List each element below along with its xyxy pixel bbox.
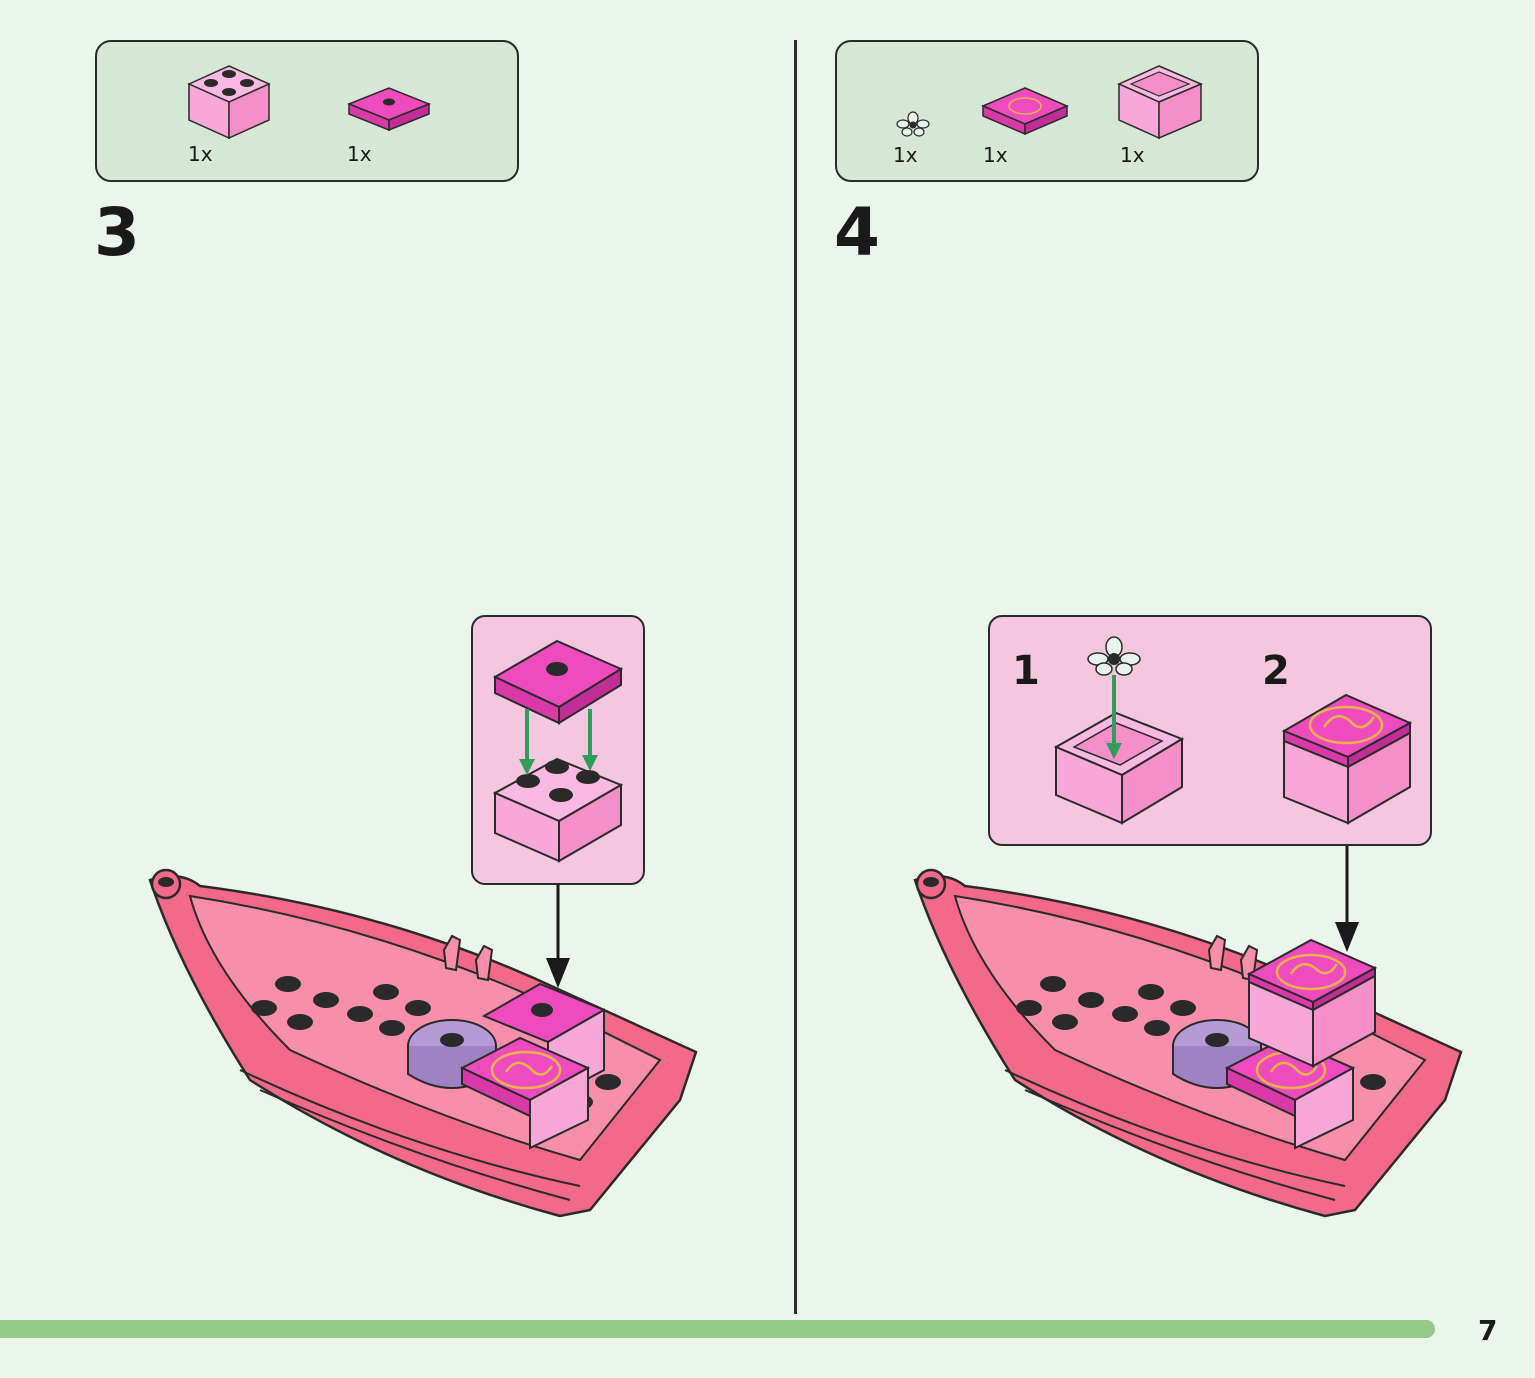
pink-2x2-brick-icon: [187, 65, 271, 140]
substep-number: 2: [1262, 648, 1290, 694]
step-3-parts-box: 1x 1x: [95, 40, 519, 182]
progress-bar: [0, 1320, 1435, 1338]
part-qty: 1x: [893, 143, 918, 167]
magenta-2x2-plate-icon: [346, 87, 432, 132]
placement-arrow: [1335, 846, 1359, 952]
part-qty: 1x: [188, 142, 213, 166]
step-number: 4: [834, 194, 880, 271]
part-qty: 1x: [1120, 143, 1145, 167]
substep-number: 1: [1012, 648, 1040, 694]
boat-illustration: [913, 868, 1463, 1218]
placement-arrow: [546, 884, 570, 988]
callout-assembly-illustration: [492, 639, 624, 863]
step-3-callout: [471, 615, 645, 885]
part-qty: 1x: [347, 142, 372, 166]
step-4-callout: 1 2: [988, 615, 1432, 846]
flower-icon: [896, 111, 930, 137]
part-qty: 1x: [983, 143, 1008, 167]
step-4-parts-box: 1x 1x 1x: [835, 40, 1259, 182]
printed-tile-icon: [981, 87, 1069, 136]
boat-illustration: [148, 868, 698, 1218]
page-number: 7: [1478, 1314, 1498, 1347]
step-number: 3: [94, 194, 140, 271]
step-divider: [794, 40, 797, 1314]
pink-container-icon: [1117, 65, 1203, 140]
callout-assembly-illustration: [1053, 636, 1413, 825]
